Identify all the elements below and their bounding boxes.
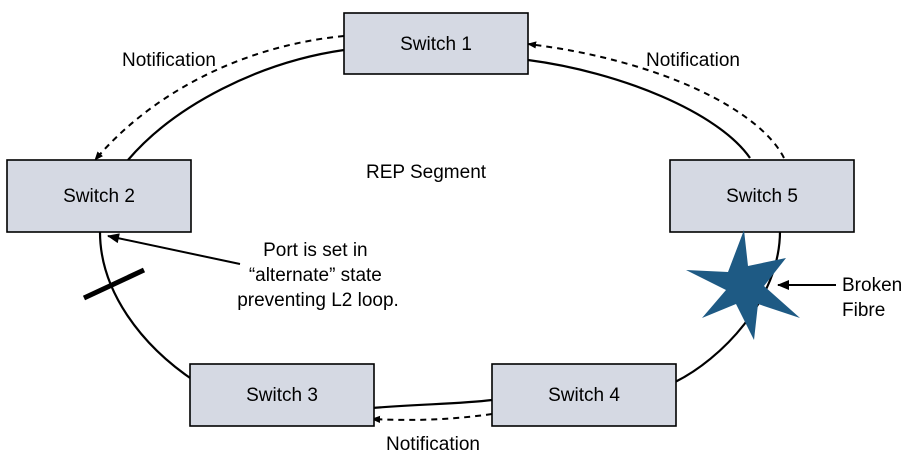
ring-link-1-2: [127, 48, 345, 161]
notification-arrow-right: [527, 41, 785, 159]
switch-2-label: Switch 2: [63, 186, 135, 207]
port-note-line-1: Port is set in: [263, 240, 368, 261]
ring-link-5-4: [674, 230, 782, 383]
notification-label-left: Notification: [122, 50, 216, 71]
switch-5[interactable]: Switch 5: [669, 159, 855, 233]
switch-1[interactable]: Switch 1: [343, 12, 529, 75]
blocked-port-marker: [82, 267, 146, 301]
switch-5-label: Switch 5: [726, 186, 798, 207]
switch-4[interactable]: Switch 4: [491, 363, 677, 427]
port-pointer-arrow: [107, 233, 241, 265]
switch-3[interactable]: Switch 3: [189, 363, 375, 427]
ring-link-1-5: [527, 58, 751, 159]
broken-fibre-burst-icon: [686, 230, 800, 340]
notification-arrow-bottom: [371, 413, 493, 423]
port-note-line-2: “alternate” state: [249, 265, 382, 286]
switch-1-label: Switch 1: [400, 34, 472, 55]
ring-link-2-3: [98, 231, 197, 383]
fault-note-line-2: Fibre: [842, 300, 885, 321]
ring-link-3-4: [371, 398, 493, 410]
port-note-line-3: preventing L2 loop.: [237, 290, 399, 311]
switch-3-label: Switch 3: [246, 385, 318, 406]
notification-label-right: Notification: [646, 50, 740, 71]
notification-label-bottom: Notification: [386, 434, 480, 455]
port-state-note: Port is set in “alternate” state prevent…: [237, 240, 399, 311]
broken-fibre-note: Broken Fibre: [842, 275, 907, 321]
fault-note-line-1: Broken: [842, 275, 902, 296]
switch-2[interactable]: Switch 2: [6, 159, 192, 233]
segment-label: REP Segment: [366, 162, 487, 183]
switch-4-label: Switch 4: [548, 385, 620, 406]
